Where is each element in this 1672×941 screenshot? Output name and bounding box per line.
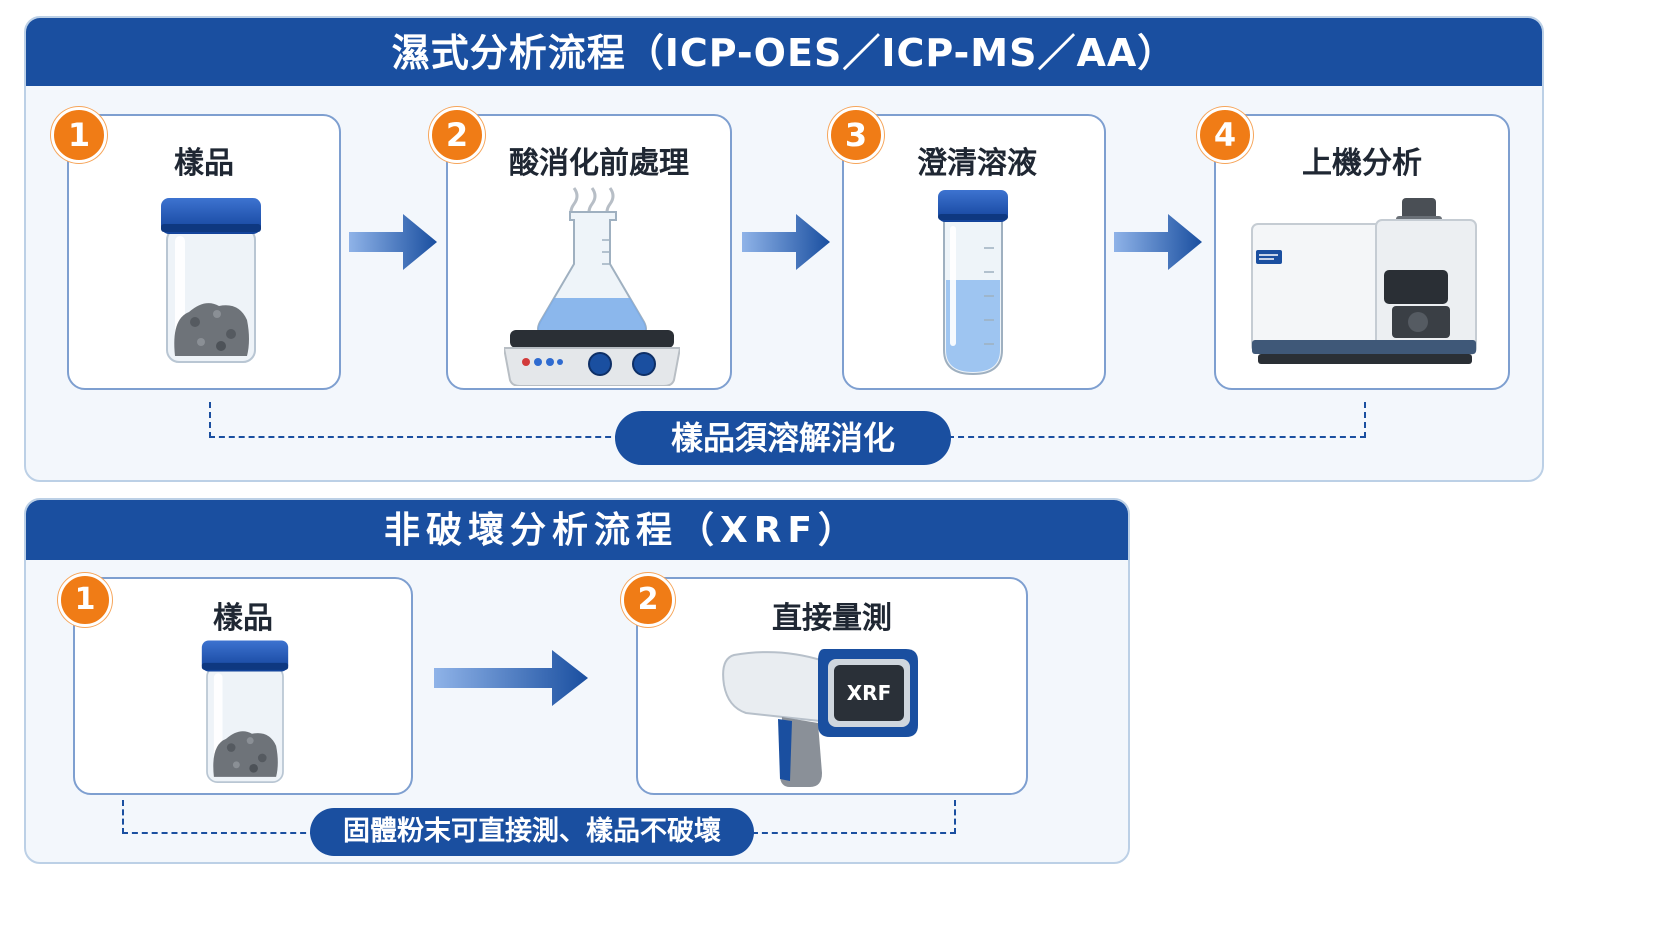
wet-step-2-label: 酸消化前處理 [509, 146, 689, 181]
xrf-gun-icon: XRF [720, 641, 920, 791]
wet-step-2-card: 酸消化前處理 [446, 114, 732, 390]
arrow-right-icon [434, 650, 588, 706]
xrf-screen: XRF [834, 665, 904, 721]
flask-hotplate-icon [504, 187, 680, 386]
xrf-step-1-label: 樣品 [213, 601, 273, 636]
test-tube-icon [938, 190, 1008, 376]
wet-step-1-card: 樣品 [67, 114, 341, 390]
xrf-panel-title: 非破壞分析流程（XRF） [26, 500, 1128, 560]
xrf-step-2-card: 直接量測 XRF [636, 577, 1028, 795]
wet-step-3-card: 澄清溶液 [842, 114, 1106, 390]
wet-step-2-badge: 2 [429, 107, 485, 163]
wet-note-pill: 樣品須溶解消化 [615, 411, 951, 465]
xrf-note-connector-left [122, 800, 316, 834]
wet-step-4-badge: 4 [1197, 107, 1253, 163]
xrf-note-pill: 固體粉末可直接測、樣品不破壞 [310, 808, 754, 856]
wet-step-3-badge: 3 [828, 107, 884, 163]
sample-jar-icon [201, 640, 289, 783]
xrf-screen-label: XRF [846, 681, 892, 705]
wet-step-1-label: 樣品 [174, 146, 234, 181]
wet-note-connector-right [948, 402, 1366, 438]
xrf-step-1-badge: 1 [58, 573, 112, 627]
arrow-right-icon [1114, 214, 1202, 270]
xrf-note-connector-right [752, 800, 956, 834]
arrow-right-icon [742, 214, 830, 270]
wet-note-connector-left [209, 402, 621, 438]
wet-step-1-badge: 1 [51, 107, 107, 163]
wet-step-3-label: 澄清溶液 [917, 146, 1037, 181]
icp-instrument-icon [1251, 198, 1477, 364]
xrf-step-2-badge: 2 [621, 573, 675, 627]
sample-jar-icon [161, 198, 261, 363]
wet-step-4-label: 上機分析 [1302, 146, 1422, 181]
xrf-step-1-card: 樣品 [73, 577, 413, 795]
wet-step-4-card: 上機分析 [1214, 114, 1510, 390]
xrf-step-2-label: 直接量測 [772, 601, 892, 636]
wet-panel-title: 濕式分析流程（ICP-OES／ICP-MS／AA） [26, 18, 1542, 86]
arrow-right-icon [349, 214, 437, 270]
